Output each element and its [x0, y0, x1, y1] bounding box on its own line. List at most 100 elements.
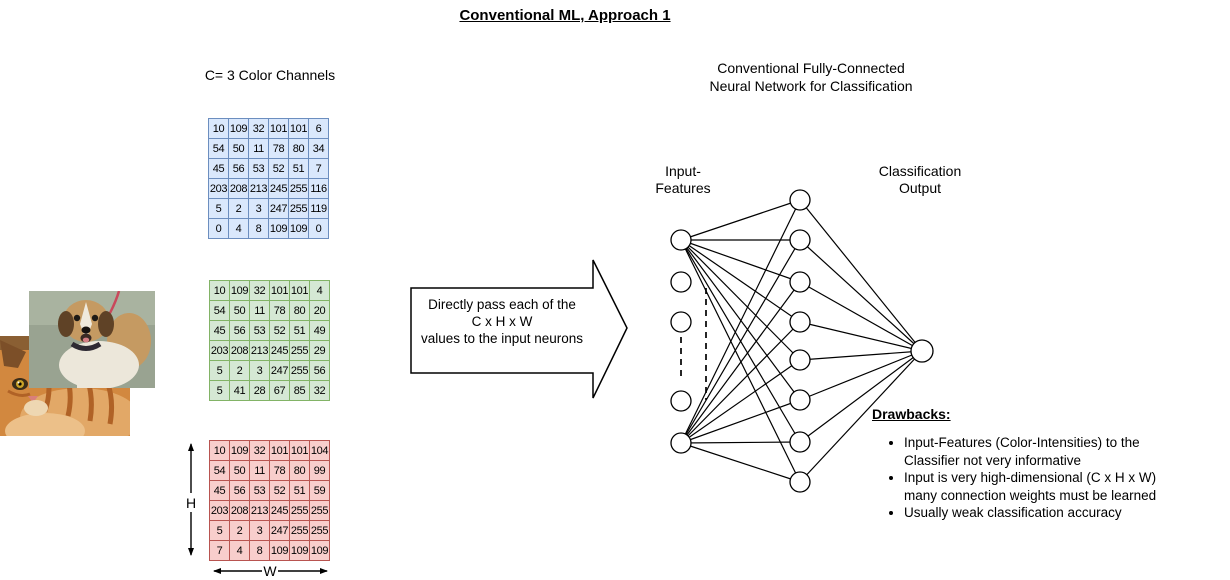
matrix-cell: 34	[309, 139, 329, 159]
matrix-cell: 245	[269, 179, 289, 199]
connection-line	[680, 321, 801, 444]
connection-line	[680, 239, 801, 401]
connection-line	[799, 350, 923, 483]
matrix-cell: 54	[209, 139, 229, 159]
network-header: Conventional Fully-Connected Neural Netw…	[709, 59, 912, 95]
matrix-cell: 53	[250, 321, 270, 341]
matrix-cell: 78	[270, 301, 290, 321]
matrix-cell: 11	[250, 461, 270, 481]
matrix-cell: 5	[209, 199, 229, 219]
matrix-cell: 213	[249, 179, 269, 199]
classification-output-label-line1: Classification	[878, 163, 962, 179]
matrix-cell: 3	[249, 199, 269, 219]
matrix-cell: 2	[229, 199, 249, 219]
matrix-cell: 7	[210, 541, 230, 561]
matrix-cell: 0	[209, 219, 229, 239]
matrix-cell: 2	[230, 521, 250, 541]
matrix-cell: 52	[270, 481, 290, 501]
matrix-cell: 255	[310, 501, 330, 521]
hidden-neuron	[789, 271, 811, 293]
matrix-cell: 109	[270, 541, 290, 561]
input-neuron	[670, 432, 692, 454]
matrix-cell: 51	[290, 321, 310, 341]
matrix-cell: 255	[289, 179, 309, 199]
matrix-cell: 116	[309, 179, 329, 199]
matrix-cell: 255	[289, 199, 309, 219]
block-arrow-shape	[410, 259, 628, 399]
matrix-cell: 109	[310, 541, 330, 561]
matrix-cell: 101	[289, 119, 309, 139]
connection-line	[799, 350, 923, 361]
hidden-neuron	[789, 389, 811, 411]
matrix-cell: 51	[289, 159, 309, 179]
width-dim-label: W	[263, 563, 277, 579]
matrix-cell: 45	[210, 321, 230, 341]
matrix-cell: 255	[290, 361, 310, 381]
matrix-cell: 10	[209, 119, 229, 139]
connection-line	[799, 350, 923, 401]
matrix-cell: 85	[290, 381, 310, 401]
matrix-cell: 101	[290, 441, 310, 461]
matrix-cell: 5	[210, 521, 230, 541]
matrix-cell: 203	[210, 501, 230, 521]
matrix-cell: 4	[229, 219, 249, 239]
input-neuron	[670, 311, 692, 333]
matrix-cell: 50	[229, 139, 249, 159]
height-dim-label: H	[186, 495, 196, 511]
matrix-cell: 2	[230, 361, 250, 381]
matrix-cell: 6	[309, 119, 329, 139]
matrix-cell: 245	[270, 341, 290, 361]
drawback-item: Usually weak classification accuracy	[904, 504, 1188, 522]
connection-line	[799, 350, 923, 443]
matrix-cell: 32	[310, 381, 330, 401]
matrix-cell: 8	[250, 541, 270, 561]
matrix-cell: 213	[250, 341, 270, 361]
matrix-cell: 203	[210, 341, 230, 361]
hidden-neuron	[789, 311, 811, 333]
pass-values-text-line3: values to the input neurons	[420, 331, 584, 346]
matrix-cell: 4	[230, 541, 250, 561]
connection-line	[680, 442, 801, 483]
matrix-cell: 28	[250, 381, 270, 401]
matrix-cell: 101	[290, 281, 310, 301]
matrix-cell: 32	[250, 281, 270, 301]
matrix-cell: 80	[290, 301, 310, 321]
input-features-label-line2: Features	[655, 180, 711, 196]
matrix-cell: 247	[270, 521, 290, 541]
connection-line	[680, 359, 801, 444]
matrix-cell: 213	[250, 501, 270, 521]
matrix-cell: 51	[290, 481, 310, 501]
pass-values-text-line2: C x H x W	[471, 314, 533, 329]
matrix-cell: 53	[249, 159, 269, 179]
matrix-cell: 56	[230, 321, 250, 341]
matrix-cell: 32	[250, 441, 270, 461]
matrix-cell: 53	[250, 481, 270, 501]
matrix-cell: 20	[310, 301, 330, 321]
dog-photo	[29, 291, 155, 388]
matrix-cell: 99	[310, 461, 330, 481]
matrix-cell: 41	[230, 381, 250, 401]
matrix-cell: 54	[210, 461, 230, 481]
matrix-cell: 56	[230, 481, 250, 501]
matrix-cell: 50	[230, 301, 250, 321]
matrix-cell: 56	[229, 159, 249, 179]
matrix-cell: 255	[290, 521, 310, 541]
connection-line	[680, 441, 801, 444]
matrix-cell: 32	[249, 119, 269, 139]
matrix-cell: 109	[269, 219, 289, 239]
drawbacks-title: Drawbacks:	[872, 406, 951, 422]
matrix-cell: 78	[269, 139, 289, 159]
pass-values-text: Directly pass each of the C x H x W valu…	[411, 296, 593, 347]
matrix-cell: 3	[250, 521, 270, 541]
connection-line	[680, 281, 801, 444]
connection-line	[799, 321, 923, 352]
matrix-cell: 52	[270, 321, 290, 341]
matrix-cell: 11	[249, 139, 269, 159]
matrix-cell: 52	[269, 159, 289, 179]
network-header-line2: Neural Network for Classification	[709, 78, 913, 94]
page-title: Conventional ML, Approach 1	[459, 7, 671, 24]
matrix-cell: 29	[310, 341, 330, 361]
drawbacks-section: Input-Features (Color-Intensities) to th…	[886, 434, 1188, 522]
input-neuron	[670, 271, 692, 293]
